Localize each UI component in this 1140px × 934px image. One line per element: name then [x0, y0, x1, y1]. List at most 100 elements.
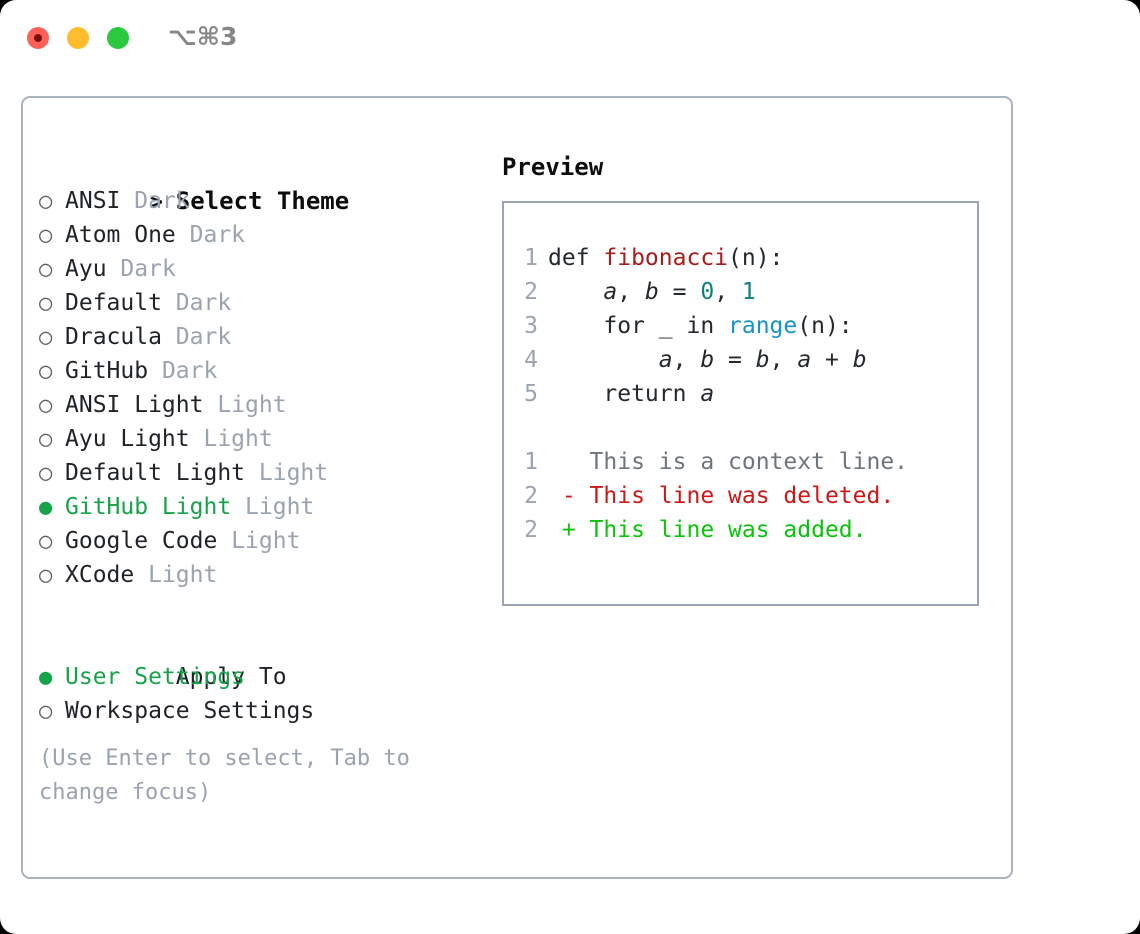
diff-line-text: - This line was deleted. — [548, 483, 895, 509]
minimize-button[interactable] — [67, 27, 89, 49]
code-token: b — [644, 279, 659, 305]
code-token: fibonacci — [603, 245, 729, 271]
radio-empty-icon: ○ — [39, 223, 53, 248]
theme-list-item[interactable]: ○Dracula Dark — [39, 320, 479, 354]
code-line: 3 for _ in range(n): — [504, 309, 977, 343]
apply-to-option[interactable]: ○ Workspace Settings — [39, 694, 479, 728]
theme-list-item[interactable]: ○Default Dark — [39, 286, 479, 320]
zoom-button[interactable] — [107, 27, 129, 49]
theme-name-label: Dracula — [65, 324, 162, 350]
code-token: def — [548, 245, 604, 271]
theme-name-label: XCode — [65, 562, 135, 588]
label-tag-separator — [190, 426, 204, 452]
radio-empty-icon: ○ — [39, 359, 53, 384]
radio-empty-icon: ○ — [39, 461, 53, 486]
code-token: = — [714, 347, 756, 373]
theme-variant-tag: Dark — [189, 222, 246, 248]
theme-variant-tag: Light — [245, 494, 315, 520]
theme-list-item[interactable]: ○ Default Light Light — [39, 456, 479, 490]
theme-name-label: Default — [65, 290, 162, 316]
theme-list-item[interactable]: ○ANSI Light Light — [39, 388, 479, 422]
theme-list-item[interactable]: ○Ayu Light Light — [39, 422, 479, 456]
line-number: 5 — [524, 381, 538, 407]
theme-variant-tag: Light — [258, 460, 329, 486]
line-number: 4 — [524, 347, 538, 373]
code-token: (n): — [797, 313, 853, 339]
theme-list: ○ANSI Dark○Atom One Dark○Ayu Dark○Defaul… — [39, 184, 479, 592]
code-token: = — [658, 279, 701, 305]
diff-line: 2 - This line was deleted. — [504, 479, 977, 513]
diff-line: 1 This is a context line. — [504, 445, 977, 479]
radio-empty-icon: ○ — [39, 699, 53, 724]
theme-name-label: GitHub — [65, 358, 149, 384]
line-number: 2 — [524, 279, 538, 305]
code-token: a — [700, 381, 715, 407]
theme-name-label: Atom One — [65, 222, 176, 248]
code-token: range — [728, 313, 798, 339]
code-token: a — [658, 347, 673, 373]
theme-variant-tag: Dark — [134, 188, 190, 214]
code-token: a — [603, 279, 618, 305]
code-line: 5 return a — [504, 377, 977, 411]
theme-list-item[interactable]: ○ GitHub Dark — [39, 354, 479, 388]
theme-name-label: Google Code — [65, 528, 218, 554]
code-token: , — [617, 279, 645, 305]
label-tag-separator — [134, 562, 148, 588]
apply-to-option[interactable]: ● User Settings — [39, 660, 479, 694]
label-tag-separator — [120, 188, 134, 214]
line-number: 1 — [524, 245, 538, 271]
radio-selected-icon: ● — [39, 665, 53, 690]
code-token — [548, 347, 659, 373]
theme-variant-tag: Dark — [175, 290, 232, 316]
title-bar: ⌥⌘3 — [0, 0, 1140, 78]
theme-list-item[interactable]: ○ANSI Dark — [39, 184, 479, 218]
theme-picker-pane: >Select Theme ○ANSI Dark○Atom One Dark○A… — [39, 150, 479, 810]
close-icon — [34, 34, 42, 42]
radio-empty-icon: ○ — [39, 393, 53, 418]
list-spacer — [39, 592, 479, 626]
theme-name-label: Ayu — [65, 256, 107, 282]
code-token — [548, 279, 603, 305]
code-token: a — [797, 347, 812, 373]
code-token: b — [700, 347, 715, 373]
theme-variant-tag: Light — [231, 528, 301, 554]
theme-name-label: Default Light — [65, 460, 246, 486]
theme-list-item[interactable]: ○ Google Code Light — [39, 524, 479, 558]
radio-empty-icon: ○ — [39, 427, 53, 452]
theme-name-label: GitHub Light — [65, 494, 232, 520]
apply-to-option-label: Workspace Settings — [65, 698, 315, 724]
theme-picker-heading: >Select Theme — [39, 150, 479, 215]
label-tag-separator — [162, 324, 176, 350]
radio-empty-icon: ○ — [39, 189, 53, 214]
theme-list-item[interactable]: ○Ayu Dark — [39, 252, 479, 286]
line-number: 1 — [524, 449, 538, 475]
prompt-caret-icon: > — [149, 190, 164, 215]
radio-empty-icon: ○ — [39, 529, 53, 554]
theme-list-item[interactable]: ● GitHub Light Light — [39, 490, 479, 524]
theme-variant-tag: Dark — [161, 358, 218, 384]
radio-empty-icon: ○ — [39, 325, 53, 350]
apply-to-list: ● User Settings ○ Workspace Settings — [39, 660, 479, 728]
code-token: + — [811, 347, 853, 373]
code-token: return — [548, 381, 701, 407]
line-number: 2 — [524, 517, 538, 543]
label-tag-separator — [231, 494, 245, 520]
close-button[interactable] — [27, 27, 49, 49]
radio-empty-icon: ○ — [39, 563, 53, 588]
apply-to-heading: Apply To — [39, 626, 479, 690]
line-number: 3 — [524, 313, 538, 339]
code-token: , — [769, 347, 798, 373]
radio-empty-icon: ○ — [39, 257, 53, 282]
code-token: for _ in — [548, 313, 729, 339]
theme-list-item[interactable]: ○XCode Light — [39, 558, 479, 592]
theme-list-item[interactable]: ○ Atom One Dark — [39, 218, 479, 252]
label-tag-separator — [217, 528, 231, 554]
diff-line-text: + This line was added. — [548, 517, 867, 543]
label-tag-separator — [203, 392, 217, 418]
theme-selector-dialog: >Select Theme ○ANSI Dark○Atom One Dark○A… — [21, 96, 1013, 879]
apply-to-heading-label: Apply To — [175, 664, 287, 690]
radio-selected-icon: ● — [39, 495, 53, 520]
apply-to-option-label: User Settings — [65, 664, 246, 690]
diff-sample: 1 This is a context line.2 - This line w… — [504, 445, 977, 547]
